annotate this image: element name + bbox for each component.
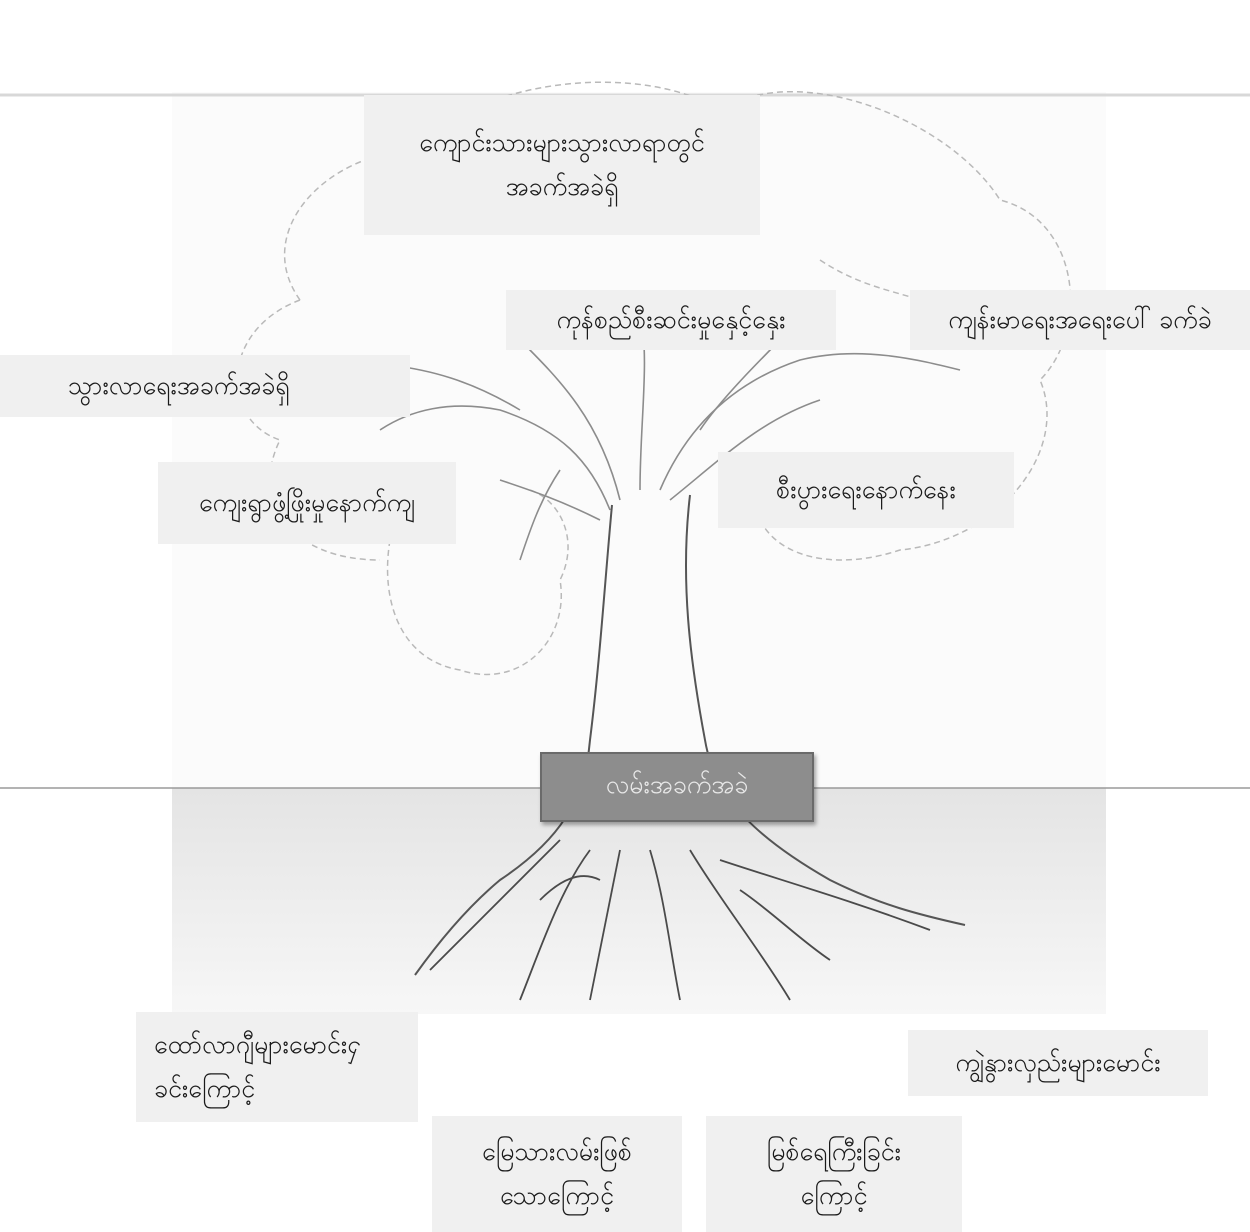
branch-label-goods-flow-text: ကုန်စည်စီးဆင်းမှုနှေင့်နှေး (556, 305, 786, 334)
branch-label-students-line1: ကျောင်းသားများသွားလာရာတွင် (419, 128, 705, 157)
root-label-flooding: မြစ်ရေကြီးခြင်း ကြောင့် (706, 1116, 962, 1232)
branch-label-health-emergency: ကျန်းမာရေးအရေးပေါ် ခက်ခဲ (910, 290, 1250, 350)
root-label-tractors: ထော်လာဂျီများမောင်းႁ ခင်းကြောင့် (136, 1012, 418, 1122)
root-label-oxcarts-text: ကျွဲနွားလှည်းများမောင်း (955, 1048, 1161, 1077)
root-label-dirt-road-line2: သောကြောင့် (500, 1181, 614, 1210)
branch-label-travel: သွားလာရေးအခက်အခဲရှိ (0, 355, 410, 417)
ground-area (172, 788, 1106, 1014)
branch-label-economy-text: စီးပွားရေးနောက်နေး (776, 475, 956, 504)
root-label-tractors-line2: ခင်းကြောင့် (154, 1074, 256, 1103)
central-problem-box: လမ်းအခက်အခဲ (540, 752, 814, 822)
branch-label-travel-text: သွားလာရေးအခက်အခဲရှိ (68, 371, 290, 400)
branch-label-goods-flow: ကုန်စည်စီးဆင်းမှုနှေင့်နှေး (506, 290, 836, 350)
branch-label-economy: စီးပွားရေးနောက်နေး (718, 452, 1014, 528)
root-label-flooding-line2: ကြောင့် (800, 1181, 868, 1210)
branch-label-health-emergency-text: ကျန်းမာရေးအရေးပေါ် ခက်ခဲ (948, 305, 1212, 334)
branch-label-students-line2: အခက်အခဲရှိ (505, 172, 619, 201)
central-problem-text: လမ်းအခက်အခဲ (605, 769, 749, 799)
branch-label-students: ကျောင်းသားများသွားလာရာတွင် အခက်အခဲရှိ (364, 95, 760, 235)
roots (429, 839, 931, 1001)
branch-label-village-development: ကျေးရွာဖွံ့ဖြိုးမှုနောက်ကျ (158, 462, 456, 544)
root-label-flooding-line1: မြစ်ရေကြီးခြင်း (767, 1137, 901, 1166)
branch-label-village-development-text: ကျေးရွာဖွံ့ဖြိုးမှုနောက်ကျ (198, 488, 416, 517)
root-label-tractors-line1: ထော်လာဂျီများမောင်းႁ (154, 1030, 362, 1059)
root-label-dirt-road-line1: မြေသားလမ်းဖြစ် (482, 1137, 632, 1166)
root-label-dirt-road: မြေသားလမ်းဖြစ် သောကြောင့် (432, 1116, 682, 1232)
root-label-oxcarts: ကျွဲနွားလှည်းများမောင်း (908, 1030, 1208, 1096)
